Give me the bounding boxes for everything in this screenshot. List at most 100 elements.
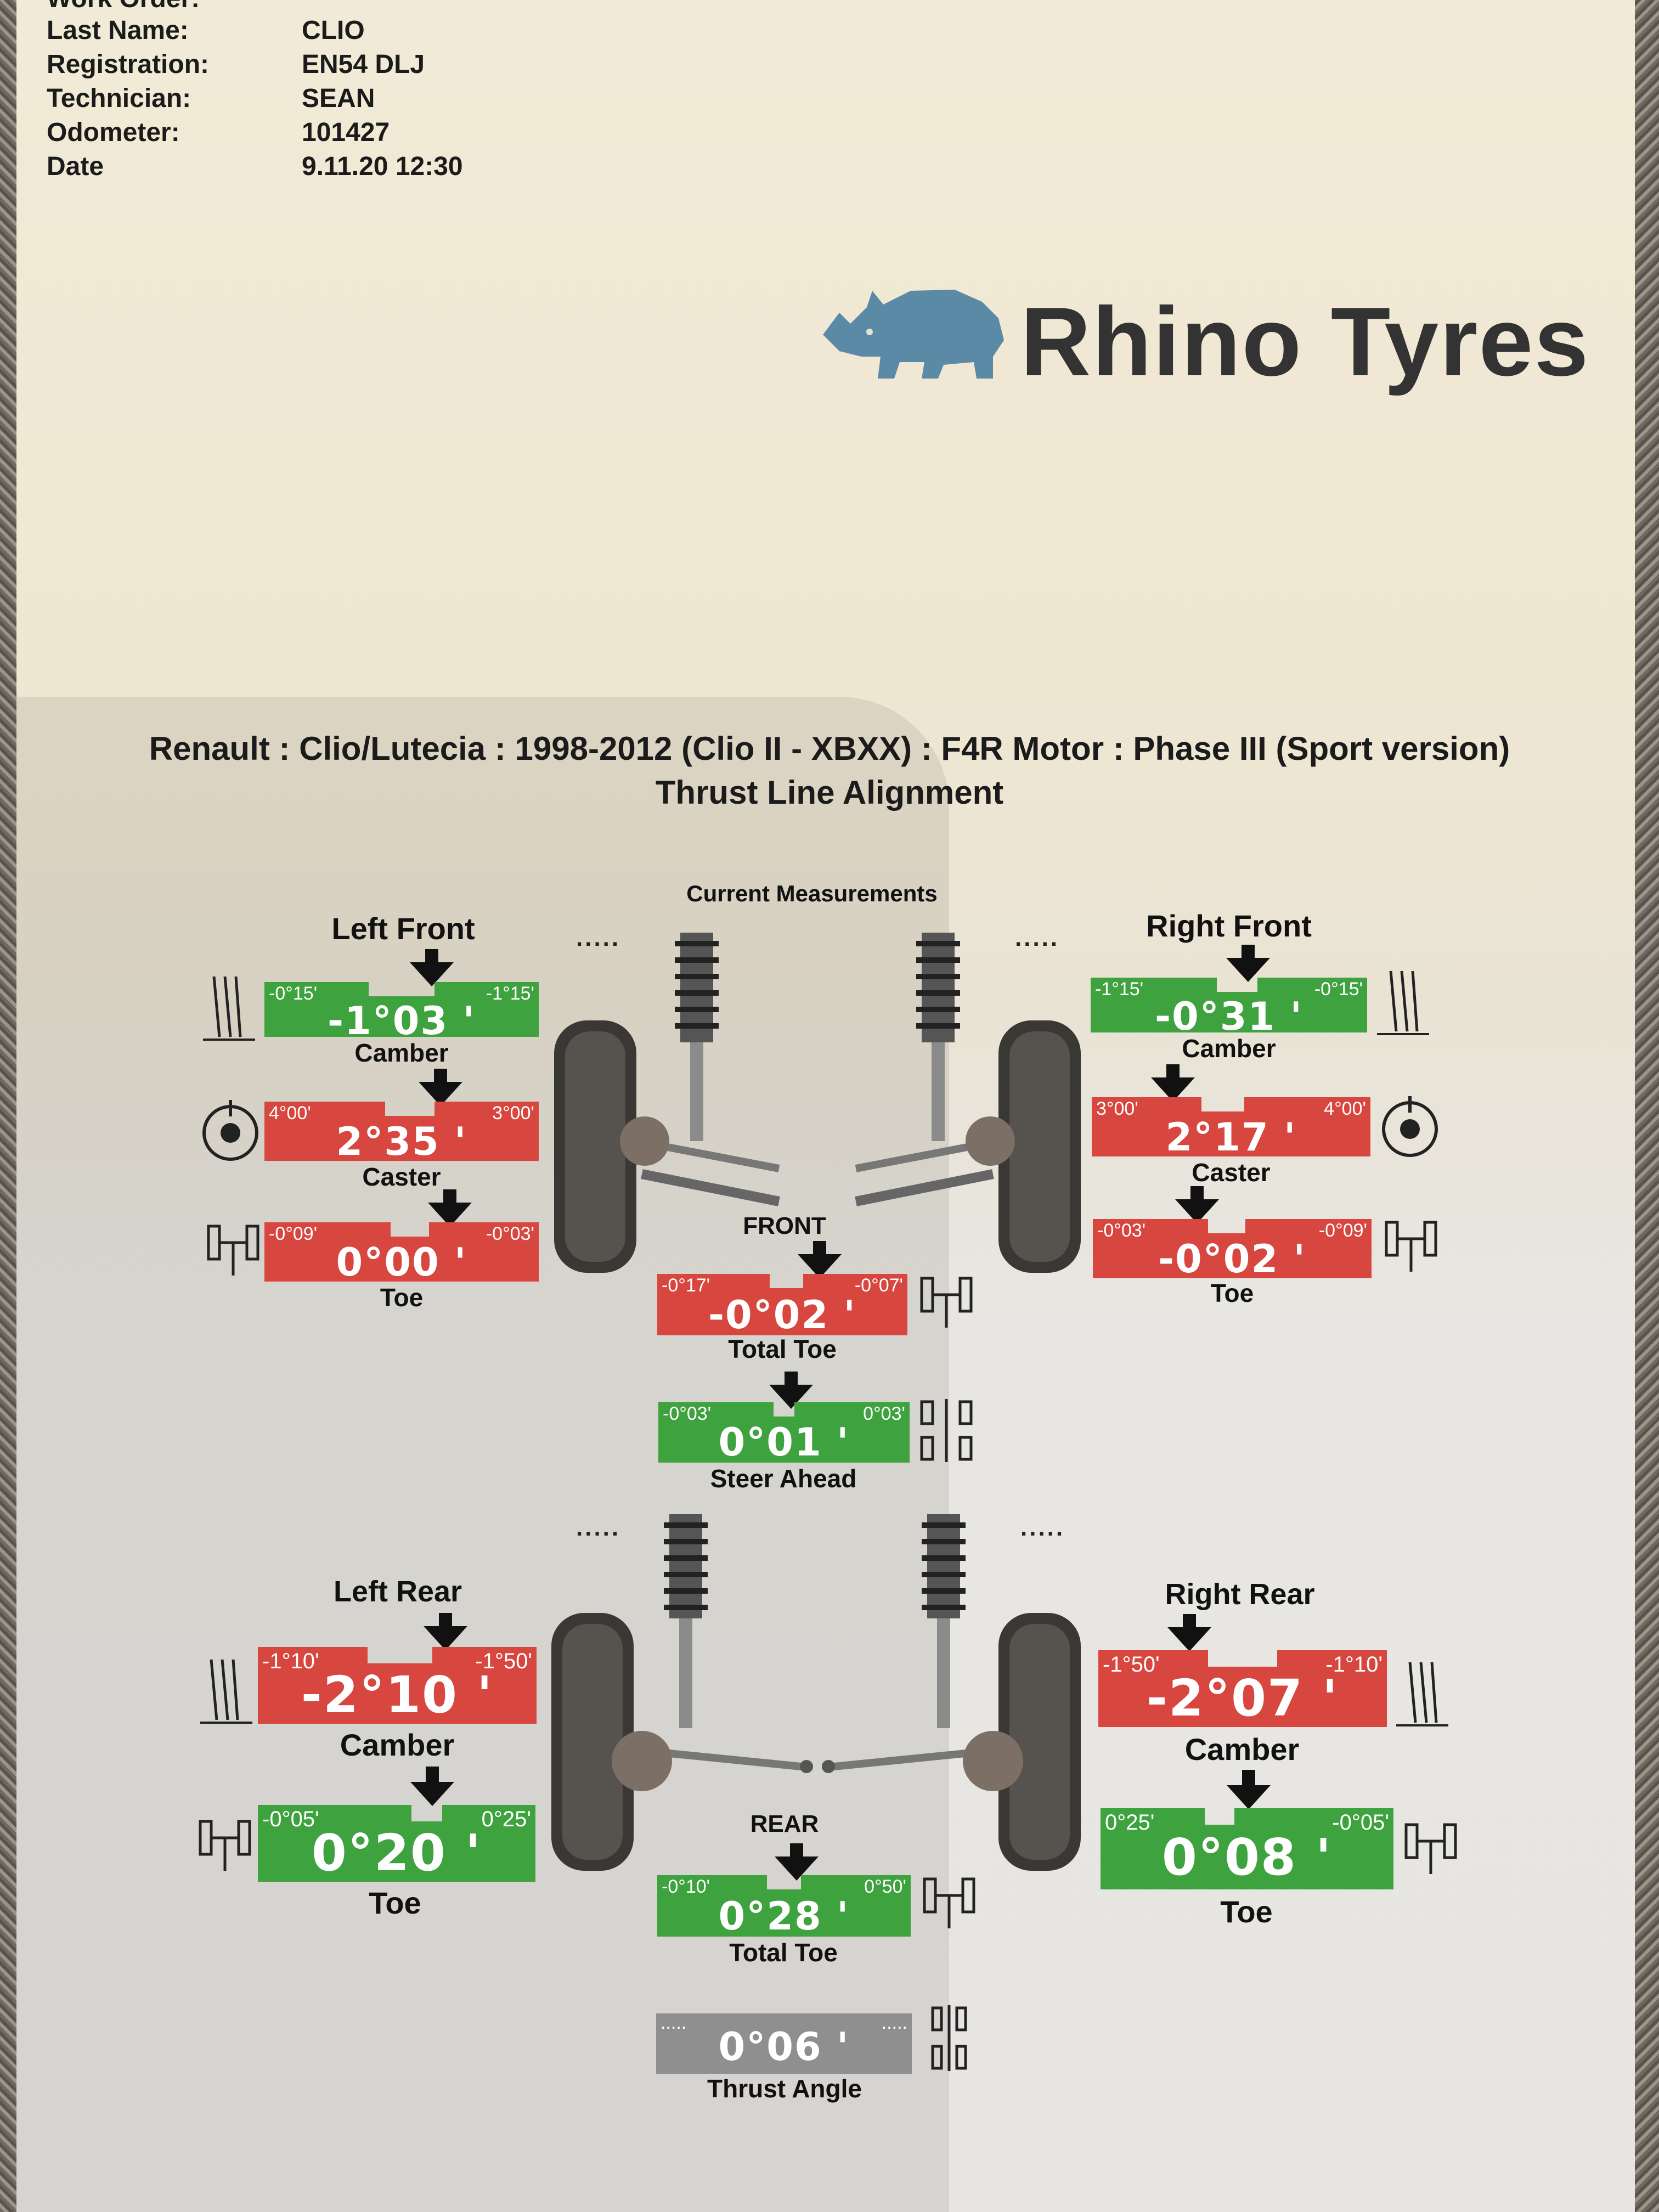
- measured-value: 0°28 ': [718, 1894, 850, 1939]
- right-front-caster-gauge: 3°00' 4°00' 2°17 ': [1092, 1097, 1370, 1160]
- max-label: -1°10': [1325, 1652, 1383, 1677]
- brand-name: Rhino Tyres: [1020, 287, 1590, 396]
- min-label: -0°10': [662, 1876, 710, 1897]
- left-front-caster-label: Caster: [362, 1163, 441, 1191]
- max-label: .....: [881, 2012, 907, 2033]
- rhino-icon: [823, 290, 1004, 379]
- toe-icon: [1385, 1221, 1437, 1272]
- total-toe-icon: [923, 1877, 975, 1928]
- ellipsis-rear-right: .....: [1020, 1514, 1065, 1541]
- measured-value: -0°02 ': [1158, 1237, 1306, 1282]
- max-label: 0°50': [864, 1876, 906, 1897]
- right-rear-toe-label: Toe: [1220, 1894, 1273, 1929]
- steer-ahead-icon: [920, 1399, 973, 1462]
- alignment-type: Thrust Line Alignment: [655, 774, 1004, 811]
- vehicle-title: Renault : Clio/Lutecia : 1998-2012 (Clio…: [149, 730, 1510, 767]
- left-rear-title: Left Rear: [333, 1575, 462, 1608]
- measured-value: 0°20 ': [311, 1824, 482, 1882]
- steer-ahead-label: Steer Ahead: [710, 1464, 857, 1493]
- measured-value: 0°00 ': [336, 1240, 467, 1285]
- min-label: 4°00': [269, 1103, 311, 1124]
- left-front-camber-label: Camber: [354, 1039, 449, 1067]
- info-row-technician: Technician: SEAN: [47, 84, 375, 113]
- min-label: 0°25': [1105, 1810, 1155, 1835]
- max-label: -1°15': [486, 983, 534, 1004]
- max-label: 3°00': [492, 1103, 534, 1124]
- toe-icon: [1404, 1823, 1457, 1874]
- measured-value: 0°01 ': [718, 1420, 850, 1465]
- max-label: -0°07': [854, 1275, 903, 1296]
- right-front-caster-label: Caster: [1192, 1158, 1271, 1187]
- max-label: 0°03': [863, 1403, 905, 1424]
- right-front-toe-gauge: -0°03' -0°09' -0°02 ': [1093, 1219, 1372, 1282]
- camber-icon: [203, 976, 255, 1041]
- rear-total-toe-gauge: -0°10' 0°50' 0°28 ': [657, 1875, 911, 1939]
- max-label: -0°05': [1332, 1810, 1389, 1835]
- right-rear-title: Right Rear: [1165, 1578, 1315, 1611]
- min-label: -1°15': [1095, 979, 1144, 1000]
- rear-total-toe-label: Total Toe: [729, 1938, 838, 1967]
- right-rear-camber-gauge: -1°50' -1°10' -2°07 ': [1098, 1650, 1387, 1728]
- measured-value: -0°31 ': [1155, 994, 1303, 1039]
- rear-suspension-illustration: [551, 1514, 1081, 1871]
- left-rear-camber-label: Camber: [340, 1728, 455, 1762]
- caster-icon: [202, 1100, 258, 1161]
- total-toe-icon: [920, 1277, 973, 1328]
- max-label: 4°00': [1324, 1098, 1366, 1119]
- thrust-angle-gauge: ..... ..... 0°06 ': [656, 2008, 912, 2074]
- measured-value: -1°03 ': [328, 998, 476, 1043]
- measured-value: 2°35 ': [336, 1119, 467, 1164]
- measured-value: -0°02 ': [708, 1293, 856, 1338]
- min-label: 3°00': [1096, 1098, 1138, 1119]
- left-front-title: Left Front: [331, 911, 475, 946]
- measured-value: 0°08 ': [1161, 1828, 1333, 1887]
- toe-icon: [199, 1820, 251, 1871]
- thrust-angle-label: Thrust Angle: [707, 2074, 862, 2103]
- right-rear-toe-gauge: 0°25' -0°05' 0°08 ': [1101, 1808, 1393, 1889]
- thrust-angle-icon: [931, 2005, 967, 2071]
- min-label: -1°50': [1103, 1652, 1160, 1677]
- brand-logo: Rhino Tyres: [817, 274, 1588, 400]
- section-label: Current Measurements: [686, 881, 938, 906]
- max-label: -1°50': [475, 1649, 532, 1673]
- left-rear-toe-label: Toe: [369, 1886, 421, 1920]
- front-total-toe-gauge: -0°17' -0°07' -0°02 ': [657, 1274, 907, 1338]
- measured-value: 0°06 ': [718, 2024, 850, 2069]
- left-front-caster-gauge: 4°00' 3°00' 2°35 ': [264, 1102, 539, 1164]
- measured-value: 2°17 ': [1165, 1115, 1297, 1160]
- info-row-truncated: Work Order:: [47, 0, 200, 14]
- left-front-camber-gauge: -0°15' -1°15' -1°03 ': [264, 982, 539, 1043]
- steer-ahead-gauge: -0°03' 0°03' 0°01 ': [658, 1402, 910, 1465]
- rear-axle-label: REAR: [750, 1810, 819, 1837]
- max-label: 0°25': [481, 1807, 531, 1831]
- min-label: -0°09': [269, 1223, 318, 1244]
- front-axle-label: FRONT: [743, 1212, 826, 1239]
- measured-value: -2°07 ': [1146, 1669, 1339, 1728]
- min-label: .....: [661, 2012, 687, 2033]
- left-front-toe-gauge: -0°09' -0°03' 0°00 ': [264, 1222, 539, 1285]
- ellipsis-front-left: .....: [576, 924, 621, 951]
- info-row-registration: Registration: EN54 DLJ: [47, 50, 425, 79]
- ellipsis-rear-left: .....: [576, 1514, 621, 1541]
- right-front-title: Right Front: [1146, 909, 1312, 943]
- right-rear-camber-label: Camber: [1184, 1732, 1300, 1767]
- front-suspension-illustration: [554, 933, 1081, 1273]
- left-rear-camber-gauge: -1°10' -1°50' -2°10 ': [258, 1647, 537, 1724]
- measured-value: -2°10 ': [301, 1666, 494, 1724]
- left-front-toe-label: Toe: [380, 1283, 424, 1312]
- min-label: -1°10': [262, 1649, 319, 1673]
- info-row-last-name: Last Name: CLIO: [47, 16, 365, 45]
- min-label: -0°05': [262, 1807, 319, 1831]
- max-label: -0°03': [486, 1223, 534, 1244]
- toe-icon: [207, 1224, 259, 1276]
- camber-icon: [1377, 970, 1429, 1035]
- min-label: -0°03': [1097, 1220, 1146, 1241]
- info-row-odometer: Odometer: 101427: [47, 118, 390, 147]
- info-row-date: Date 9.11.20 12:30: [47, 152, 463, 181]
- front-total-toe-label: Total Toe: [728, 1335, 837, 1363]
- right-front-camber-label: Camber: [1182, 1034, 1276, 1063]
- max-label: -0°15': [1314, 979, 1363, 1000]
- caster-icon: [1382, 1096, 1438, 1157]
- camber-icon: [1396, 1662, 1448, 1726]
- left-rear-toe-gauge: -0°05' 0°25' 0°20 ': [258, 1805, 535, 1882]
